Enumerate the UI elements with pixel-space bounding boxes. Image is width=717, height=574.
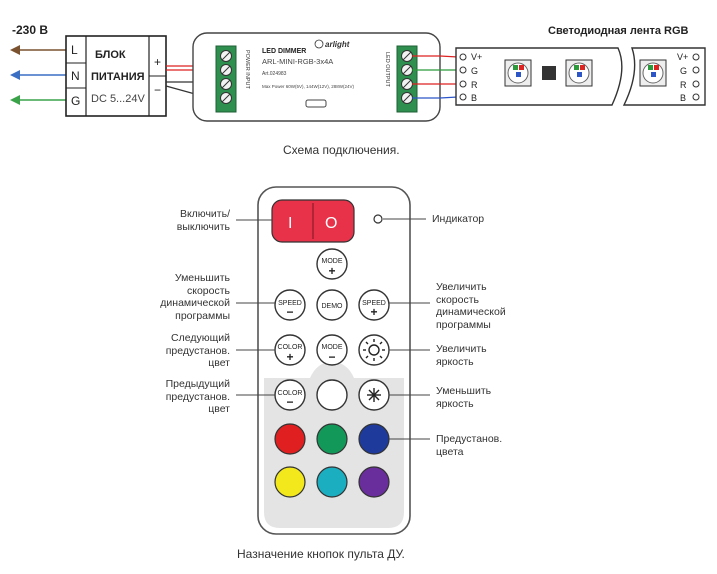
power-supply: L N G БЛОК ПИТАНИЯ DC 5...24V + − xyxy=(65,35,167,117)
power-off-glyph: I xyxy=(288,215,292,232)
white-color-button[interactable] xyxy=(316,379,348,411)
speed-plus-button[interactable]: SPEED + xyxy=(358,289,390,321)
svg-text:+: + xyxy=(328,264,335,278)
dimmer-art: Art.024983 xyxy=(262,71,287,77)
terminal-n: N xyxy=(71,69,80,83)
svg-text:−: − xyxy=(286,305,293,319)
psu-minus: − xyxy=(154,83,161,97)
mode-minus-button[interactable]: MODE − xyxy=(316,334,348,366)
svg-text:SPEED: SPEED xyxy=(278,300,302,307)
psu-voltage: DC 5...24V xyxy=(91,93,145,105)
mode-button[interactable]: MODE + xyxy=(316,248,348,280)
demo-button[interactable]: DEMO xyxy=(316,289,348,321)
label-indicator: Индикатор xyxy=(432,213,485,225)
label-bright-down: Уменьшить яркость xyxy=(436,385,492,410)
indicator-led xyxy=(373,214,383,224)
svg-text:+: + xyxy=(370,305,377,319)
strip-pin-g-right: G xyxy=(680,66,687,76)
svg-text:COLOR: COLOR xyxy=(278,390,303,397)
label-speed-up: Увеличить скорость динамической программ… xyxy=(436,281,506,331)
sun-small-icon xyxy=(367,388,381,402)
color-plus-button[interactable]: COLOR + xyxy=(274,334,306,366)
speed-minus-button[interactable]: SPEED − xyxy=(274,289,306,321)
strip-pin-r: R xyxy=(471,80,478,90)
svg-text:SPEED: SPEED xyxy=(362,300,386,307)
color-minus-button[interactable]: COLOR − xyxy=(274,379,306,411)
blue-color-button[interactable] xyxy=(358,423,390,455)
brand-logo: arlight xyxy=(325,40,350,49)
red-color-button[interactable] xyxy=(274,423,306,455)
wiring-caption: Схема подключения. xyxy=(283,143,400,157)
green-color-button[interactable] xyxy=(316,423,348,455)
strip-pin-v: V+ xyxy=(471,52,482,62)
dimmer-power: Max Power 60W(5V), 144W(12V), 288W(24V) xyxy=(262,84,355,89)
power-button-group: I O xyxy=(271,199,355,243)
strip-pin-g: G xyxy=(471,66,478,76)
svg-text:−: − xyxy=(286,395,293,409)
svg-text:COLOR: COLOR xyxy=(278,344,303,351)
cyan-color-button[interactable] xyxy=(316,466,348,498)
svg-text:MODE: MODE xyxy=(322,258,343,265)
psu-plus: + xyxy=(154,55,161,69)
label-next-preset: Следующий предустанов. цвет xyxy=(165,332,230,369)
led-output-label: LED OUTPUT xyxy=(384,52,390,87)
strip-pin-v-right: V+ xyxy=(677,52,688,62)
dimmer-title: LED DIMMER xyxy=(262,48,306,55)
terminal-l: L xyxy=(71,43,78,57)
svg-text:+: + xyxy=(286,350,293,364)
led-strip: V+ G R B V+ G R B xyxy=(455,47,706,106)
mains-label: -230 B xyxy=(12,23,48,37)
strip-pin-r-right: R xyxy=(680,80,687,90)
mains-arrows xyxy=(10,45,70,105)
strip-pin-b: B xyxy=(471,93,477,103)
svg-text:−: − xyxy=(328,350,335,364)
label-speed-down: Уменьшить скорость динамической программ… xyxy=(160,272,230,322)
psu-title-1: БЛОК xyxy=(95,49,126,61)
label-bright-up: Увеличить яркость xyxy=(436,343,487,368)
output-wires xyxy=(412,55,459,99)
svg-text:MODE: MODE xyxy=(322,344,343,351)
terminal-g: G xyxy=(71,94,80,108)
label-prev-preset: Предыдущий предустанов. цвет xyxy=(165,378,230,415)
sun-large-icon xyxy=(363,339,385,361)
strip-pin-b-right: B xyxy=(680,93,686,103)
label-preset-colors: Предустанов. цвета xyxy=(436,433,503,458)
svg-text:DEMO: DEMO xyxy=(322,303,344,310)
remote-caption: Назначение кнопок пульта ДУ. xyxy=(237,547,405,561)
purple-color-button[interactable] xyxy=(358,466,390,498)
power-input-label: POWER INPUT xyxy=(244,50,250,89)
leader-lines xyxy=(236,218,430,440)
strip-title: Светодиодная лента RGB xyxy=(548,25,689,37)
brightness-up-button[interactable] xyxy=(358,334,390,366)
remote-diagram: I O MODE + SPEED − DEMO SPEED + COLOR + … xyxy=(236,186,430,535)
yellow-color-button[interactable] xyxy=(274,466,306,498)
wiring-diagram: -230 B L N G БЛОК ПИТАНИЯ DC 5...24V + − xyxy=(10,23,706,157)
label-power: Включить/ выключить xyxy=(176,208,230,233)
psu-title-2: ПИТАНИЯ xyxy=(91,71,145,83)
dimmer-model: ARL-MINI-RGB-3x4A xyxy=(262,57,333,66)
led-dimmer: POWER INPUT LED OUTPUT LED DIMMER ARL-MI… xyxy=(192,32,441,122)
power-on-glyph: O xyxy=(325,215,337,232)
brightness-down-button[interactable] xyxy=(358,379,390,411)
